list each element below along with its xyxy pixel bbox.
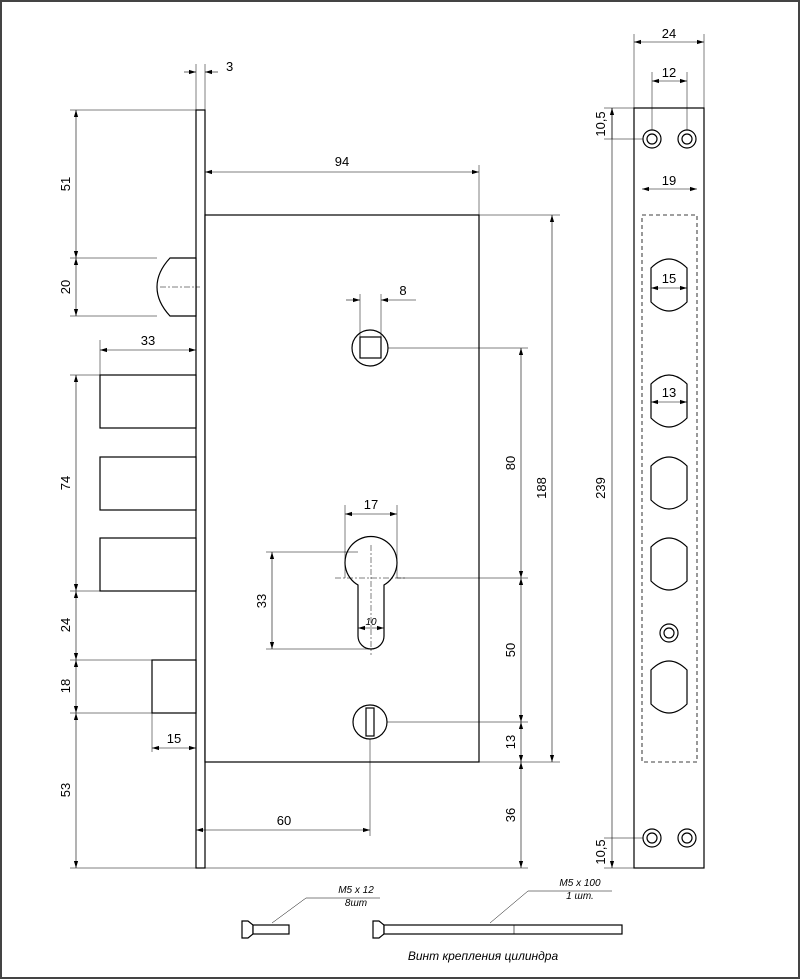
dim-catch-projection: 15 [167, 731, 181, 746]
long-screw-spec: M5 x 100 [559, 878, 601, 889]
deadbolt-middle [99, 456, 197, 511]
dim-latch-height: 20 [58, 280, 73, 294]
catch-bolt [151, 659, 197, 714]
dim-strike-bottom-hole-offset: 10,5 [593, 839, 608, 864]
dim-strike-pocket-15: 15 [662, 271, 676, 286]
dim-bolts-to-catch: 24 [58, 618, 73, 632]
dim-strike-hole-spacing: 12 [662, 65, 676, 80]
dim-strike-top-hole-offset: 10,5 [593, 111, 608, 136]
short-screw-head [241, 920, 254, 939]
dim-strike-pocket-width: 19 [662, 173, 676, 188]
short-screw-shank [252, 924, 290, 935]
dim-strike-length: 239 [593, 477, 608, 499]
dim-body-width: 94 [335, 154, 349, 169]
dim-cylinder-width: 17 [364, 497, 378, 512]
dim-spindle-square: 8 [399, 283, 406, 298]
long-screw-shank [383, 924, 623, 935]
dim-lower-to-body-bottom: 13 [503, 735, 518, 749]
strike-opening-bolt-2 [650, 456, 688, 510]
long-screw-head [372, 920, 385, 939]
strike-opening-bolt-3 [650, 537, 688, 591]
extension-lines [70, 64, 560, 869]
lock-case [204, 214, 480, 763]
short-screw-spec: M5 x 12 [338, 885, 374, 896]
dim-spindle-to-cylinder: 80 [503, 456, 518, 470]
screw-caption: Винт крепления цилиндра [408, 949, 559, 963]
strike-opening-catch [650, 660, 688, 714]
strike-opening-bolt-1 [650, 374, 688, 428]
dim-bolts-span: 74 [58, 476, 73, 490]
lock-dimension-labels: 3 51 20 33 74 24 18 15 53 94 8 17 33 10 … [58, 59, 549, 828]
dimension-lines [73, 69, 555, 868]
dim-cylinder-to-lower: 50 [503, 643, 518, 657]
dim-bolt-projection: 33 [141, 333, 155, 348]
dim-catch-to-bottom: 53 [58, 783, 73, 797]
long-screw-qty: 1 шт. [566, 891, 594, 902]
dim-strike-width: 24 [662, 26, 676, 41]
dim-body-height: 188 [534, 477, 549, 499]
dim-cylinder-slot: 10 [365, 617, 377, 628]
dim-catch-height: 18 [58, 679, 73, 693]
dim-top-to-latch: 51 [58, 177, 73, 191]
lock-body-view [99, 109, 480, 869]
strike-opening-latch [650, 258, 688, 312]
dim-cylinder-height: 33 [254, 594, 269, 608]
faceplate [195, 109, 206, 869]
dim-faceplate-thickness: 3 [226, 59, 233, 74]
deadbolt-bottom [99, 537, 197, 592]
dim-strike-pocket-13: 13 [662, 385, 676, 400]
dim-body-bottom-to-plate: 36 [503, 808, 518, 822]
dim-backset: 60 [277, 813, 291, 828]
spindle-square [359, 336, 382, 359]
deadbolt-top [99, 374, 197, 429]
screws: M5 x 12 8шт M5 x 100 1 шт. Винт креплени… [241, 878, 623, 963]
short-screw-qty: 8шт [345, 898, 367, 909]
lower-slot [365, 707, 375, 737]
strike-plate-view: 24 12 10,5 19 15 13 239 10,5 [593, 26, 705, 869]
